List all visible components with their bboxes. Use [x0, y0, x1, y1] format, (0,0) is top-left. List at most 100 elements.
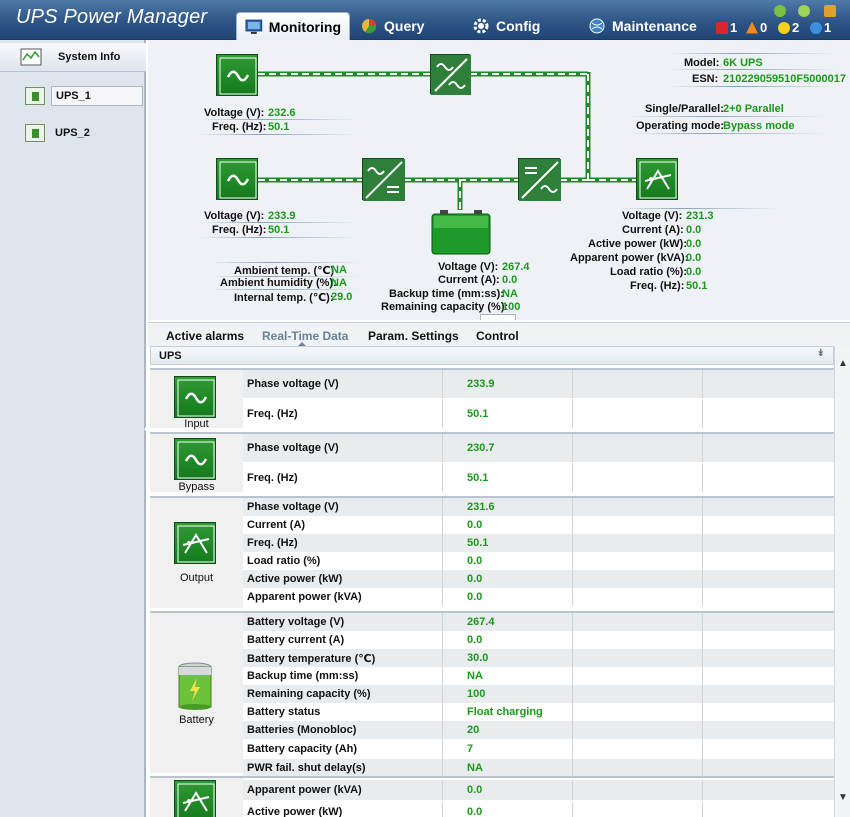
- tab-monitoring[interactable]: Monitoring: [236, 12, 350, 41]
- row-label: Phase voltage (V): [243, 370, 443, 398]
- tab-control[interactable]: Control: [476, 329, 519, 343]
- minor-alarm-count[interactable]: 2: [778, 20, 799, 35]
- gear-icon: [473, 18, 489, 34]
- sidebar-collapse-arrow[interactable]: [144, 424, 149, 434]
- table-row: Batteries (Monobloc)20: [243, 721, 834, 739]
- main-input-icon[interactable]: [216, 158, 258, 200]
- row-label: Load ratio (%): [243, 552, 443, 570]
- operating-mode-value: Bypass mode: [723, 120, 795, 132]
- power-flow-lines: [258, 71, 636, 210]
- ups-device-icon: [25, 87, 45, 105]
- alarm-status-area: 1 0 2 1: [712, 4, 842, 36]
- output-active-label: Active power (kW):: [588, 238, 688, 250]
- inverter-icon[interactable]: [518, 158, 561, 201]
- row-value: 233.9: [443, 370, 573, 398]
- row-value: 231.6: [443, 498, 573, 516]
- bypass-voltage-value: 232.6: [268, 107, 296, 119]
- section-bypass: Bypass Phase voltage (V) 230.7 Freq. (Hz…: [150, 432, 834, 493]
- input-icon: [174, 376, 216, 418]
- main-freq-value: 50.1: [268, 224, 290, 236]
- output-apparent-label: Apparent power (kVA):: [570, 252, 689, 264]
- row-value: 50.1: [443, 534, 573, 552]
- logout-icon[interactable]: [824, 5, 836, 17]
- internal-temp-label: Internal temp. (℃):: [234, 292, 334, 304]
- diagram-collapse-handle[interactable]: [480, 314, 516, 320]
- battery-current-label: Current (A):: [438, 274, 500, 286]
- row-value: 267.4: [443, 613, 573, 631]
- bypass-voltage-label: Voltage (V):: [204, 107, 265, 119]
- row-value: 20: [443, 721, 573, 739]
- section-battery: Battery Battery voltage (V)267.4 Battery…: [150, 611, 834, 777]
- esn-label: ESN:: [692, 73, 719, 85]
- bypass-icon: [174, 438, 216, 480]
- major-alarm-icon: [746, 21, 758, 34]
- row-label: Freq. (Hz): [243, 464, 443, 492]
- rectifier-icon[interactable]: [362, 158, 405, 201]
- app-header: UPS Power Manager Monitoring Query Confi…: [0, 0, 850, 41]
- pie-chart-icon: [362, 19, 377, 34]
- minor-alarm-icon: [778, 21, 790, 34]
- tab-maintenance[interactable]: Maintenance: [580, 12, 705, 40]
- major-alarm-count[interactable]: 0: [746, 20, 767, 35]
- row-label: PWR fail. shut delay(s): [243, 759, 443, 777]
- table-row: Active power (kW)0.0: [243, 802, 834, 817]
- warning-alarm-icon: [810, 21, 822, 34]
- vertical-scrollbar[interactable]: ▲ ▼: [834, 346, 850, 817]
- tab-label: Maintenance: [612, 18, 697, 34]
- bypass-switch-icon[interactable]: [430, 54, 471, 95]
- help-icon[interactable]: [774, 5, 786, 17]
- scroll-up-icon[interactable]: ▲: [838, 358, 848, 369]
- tab-query[interactable]: Query: [352, 12, 432, 40]
- collapse-all-icon[interactable]: ↡: [816, 348, 825, 359]
- ambient-temp-label: Ambient temp. (℃): [234, 265, 335, 277]
- row-label: Freq. (Hz): [243, 400, 443, 428]
- tab-config[interactable]: Config: [464, 12, 548, 40]
- row-value: 0.0: [443, 588, 573, 606]
- tab-active-alarms[interactable]: Active alarms: [166, 329, 245, 343]
- scroll-down-icon[interactable]: ▼: [838, 792, 848, 803]
- table-row: Active power (kW)0.0: [243, 570, 834, 588]
- tree-item-ups-1[interactable]: UPS_1: [25, 86, 143, 106]
- chat-icon[interactable]: [798, 5, 810, 17]
- row-value: 0.0: [443, 552, 573, 570]
- system-info-item[interactable]: System Info: [0, 43, 146, 72]
- operating-mode-label: Operating mode:: [636, 120, 725, 132]
- power-flow-diagram: Voltage (V): 232.6 Freq. (Hz): 50.1 Volt…: [148, 40, 850, 320]
- table-row: Phase voltage (V)231.6: [243, 498, 834, 516]
- main-freq-label: Freq. (Hz):: [212, 224, 267, 236]
- single-parallel-label: Single/Parallel:: [645, 103, 724, 115]
- ups-device-icon: [25, 124, 45, 142]
- internal-temp-value: 29.0: [331, 291, 353, 303]
- tab-param-settings[interactable]: Param. Settings: [368, 329, 459, 343]
- output-load-icon[interactable]: [636, 158, 678, 200]
- battery-section-icon: [178, 662, 212, 710]
- main-voltage-value: 233.9: [268, 210, 296, 222]
- row-value: 0.0: [443, 631, 573, 649]
- table-row: Freq. (Hz)50.1: [243, 534, 834, 552]
- tree-item-ups-2[interactable]: UPS_2: [25, 124, 94, 142]
- critical-alarm-count[interactable]: 1: [716, 20, 737, 35]
- output-load-label: Load ratio (%):: [610, 266, 687, 278]
- row-label: Apparent power (kVA): [243, 588, 443, 606]
- system-info-icon: [20, 48, 42, 66]
- table-row: PWR fail. shut delay(s)NA: [243, 759, 834, 777]
- section-input: Input Phase voltage (V) 233.9 Freq. (Hz)…: [150, 368, 834, 430]
- battery-icon[interactable]: [430, 208, 492, 256]
- model-label: Model:: [684, 57, 720, 69]
- esn-value: 210229059510F5000017: [723, 73, 846, 85]
- ambient-humidity-value: NA: [331, 277, 347, 289]
- row-label: Backup time (mm:ss): [243, 667, 443, 685]
- critical-alarm-icon: [716, 21, 728, 34]
- battery-backup-label: Backup time (mm:ss):: [389, 288, 504, 300]
- table-row: Battery capacity (Ah)7: [243, 739, 834, 759]
- row-label: Battery status: [243, 703, 443, 721]
- system-info-label: System Info: [58, 51, 121, 63]
- warning-alarm-count[interactable]: 1: [810, 20, 831, 35]
- tab-real-time-data[interactable]: Real-Time Data: [262, 329, 349, 343]
- row-label: Apparent power (kVA): [243, 780, 443, 800]
- row-label: Battery voltage (V): [243, 613, 443, 631]
- panel-header: UPS ↡: [150, 346, 834, 365]
- bypass-input-icon[interactable]: [216, 54, 258, 96]
- row-label: Battery capacity (Ah): [243, 739, 443, 759]
